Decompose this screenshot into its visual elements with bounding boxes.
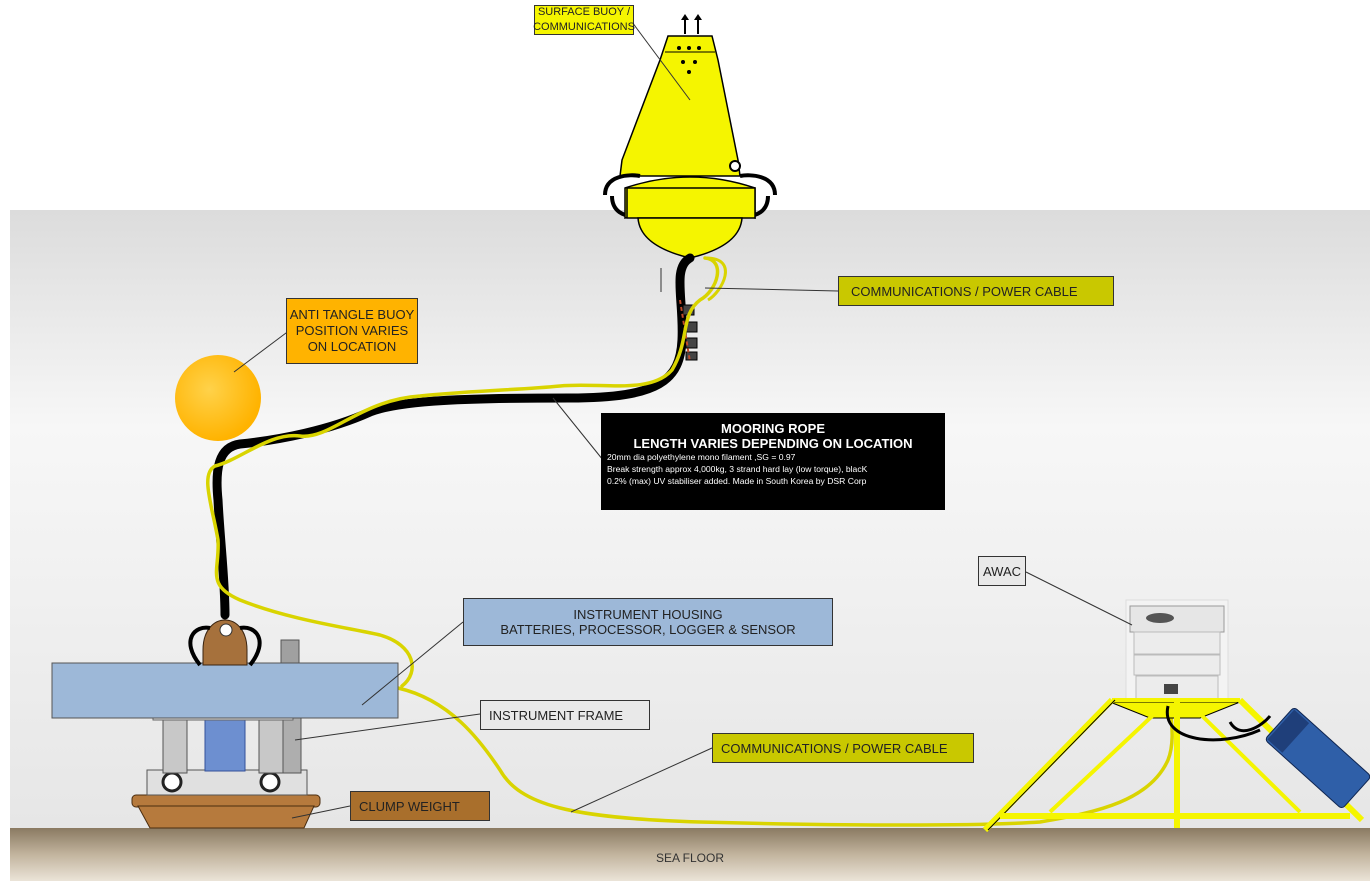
surface-buoy [603, 14, 777, 259]
instrument-housing-shape [51, 662, 399, 719]
anti-tangle-line-1: ANTI TANGLE BUOY [289, 307, 415, 322]
awac-instrument [982, 599, 1370, 833]
comm-cable-lower [396, 686, 1174, 827]
anti-tangle-buoy-label: ANTI TANGLE BUOY POSITION VARIES ON LOCA… [286, 298, 418, 364]
anti-tangle-buoy [175, 355, 261, 441]
instrument-housing-label: INSTRUMENT HOUSING BATTERIES, PROCESSOR,… [463, 598, 833, 646]
anti-tangle-line-2: POSITION VARIES [295, 323, 409, 338]
mooring-detail-2: Break strength approx 4,000kg, 3 strand … [607, 464, 868, 474]
surface-buoy-label: SURFACE BUOY / COMMUNICATIONS [533, 5, 635, 35]
instrument-frame-label: INSTRUMENT FRAME [480, 700, 650, 730]
comm-cable-upper [206, 256, 720, 688]
instrument-assembly [51, 619, 399, 829]
comm-cable-top-label: COMMUNICATIONS / POWER CABLE [838, 276, 1114, 306]
comm-cable-bottom-label: COMMUNICATIONS / POWER CABLE [712, 733, 974, 763]
mooring-detail-1: 20mm dia polyethylene mono filament ,SG … [607, 452, 796, 462]
mooring-title-1: MOORING ROPE [720, 421, 825, 436]
leader-lines [291, 21, 1133, 819]
anti-tangle-line-3: ON LOCATION [307, 339, 397, 354]
clump-weight-label: CLUMP WEIGHT [350, 791, 490, 821]
clump-weight-shape [131, 794, 321, 808]
sea-floor-label: SEA FLOOR [655, 850, 725, 865]
mooring-title-2: LENGTH VARIES DEPENDING ON LOCATION [633, 436, 913, 451]
housing-line-2: BATTERIES, PROCESSOR, LOGGER & SENSOR [500, 622, 796, 637]
housing-line-1: INSTRUMENT HOUSING [573, 607, 723, 622]
mooring-rope-label: MOORING ROPE LENGTH VARIES DEPENDING ON … [601, 413, 945, 510]
awac-label: AWAC [978, 556, 1026, 586]
mooring-detail-3: 0.2% (max) UV stabiliser added. Made in … [607, 476, 867, 486]
sea-floor [10, 828, 1370, 881]
